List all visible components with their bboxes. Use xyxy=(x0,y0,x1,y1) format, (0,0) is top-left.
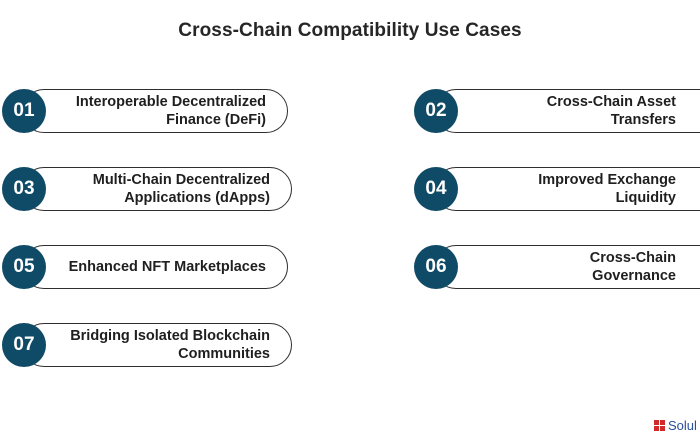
use-case-label: Interoperable Decentralized Finance (DeF… xyxy=(52,89,266,133)
use-case-label: Cross-Chain Asset Transfers xyxy=(464,89,676,133)
use-case-pill xyxy=(22,323,292,367)
use-case-card-07: 07 Bridging Isolated Blockchain Communit… xyxy=(2,323,292,367)
use-case-label-line1: Interoperable Decentralized xyxy=(75,94,266,110)
use-case-pill xyxy=(22,89,288,133)
use-case-pill xyxy=(434,167,700,211)
use-case-card-05: 05 Enhanced NFT Marketplaces xyxy=(2,245,288,289)
brand-text: Solul xyxy=(668,417,697,433)
use-case-card-03: 03 Multi-Chain Decentralized Application… xyxy=(2,167,292,211)
use-case-pill xyxy=(22,245,288,289)
use-case-label-line2: Transfers xyxy=(610,112,676,128)
use-case-label-line1: Bridging Isolated Blockchain xyxy=(70,328,270,344)
page-title: Cross-Chain Compatibility Use Cases xyxy=(178,20,522,41)
use-case-card-02: 02 Cross-Chain Asset Transfers xyxy=(414,89,700,133)
number-badge: 01 xyxy=(2,89,46,133)
use-case-label-line1: Cross-Chain Asset xyxy=(546,94,676,110)
use-case-label-line1: Cross-Chain xyxy=(589,250,676,266)
use-case-label: Bridging Isolated Blockchain Communities xyxy=(52,323,270,367)
number-badge: 03 xyxy=(2,167,46,211)
brand-logo-icon xyxy=(654,419,665,431)
number-badge: 07 xyxy=(2,323,46,367)
use-case-label-line2: Applications (dApps) xyxy=(124,190,270,206)
use-case-label-line1: Enhanced NFT Marketplaces xyxy=(68,259,266,275)
number-badge: 05 xyxy=(2,245,46,289)
use-case-card-06: 06 Cross-Chain Governance xyxy=(414,245,700,289)
use-case-label-line2: Liquidity xyxy=(615,190,676,206)
use-case-label: Cross-Chain Governance xyxy=(464,245,676,289)
use-case-label-line1: Multi-Chain Decentralized xyxy=(92,172,270,188)
use-case-label-line1: Improved Exchange xyxy=(538,172,676,188)
brand-watermark: Solul xyxy=(654,416,697,434)
use-case-label-line2: Governance xyxy=(592,268,676,284)
use-case-card-01: 01 Interoperable Decentralized Finance (… xyxy=(2,89,288,133)
use-case-card-04: 04 Improved Exchange Liquidity xyxy=(414,167,700,211)
number-badge: 06 xyxy=(414,245,458,289)
number-badge: 04 xyxy=(414,167,458,211)
use-case-label: Multi-Chain Decentralized Applications (… xyxy=(52,167,270,211)
use-case-pill xyxy=(434,89,700,133)
use-case-label: Improved Exchange Liquidity xyxy=(464,167,676,211)
use-case-pill xyxy=(434,245,700,289)
use-case-label-line2: Communities xyxy=(178,346,270,362)
use-case-label: Enhanced NFT Marketplaces xyxy=(52,245,266,289)
number-badge: 02 xyxy=(414,89,458,133)
use-case-label-line2: Finance (DeFi) xyxy=(166,112,266,128)
